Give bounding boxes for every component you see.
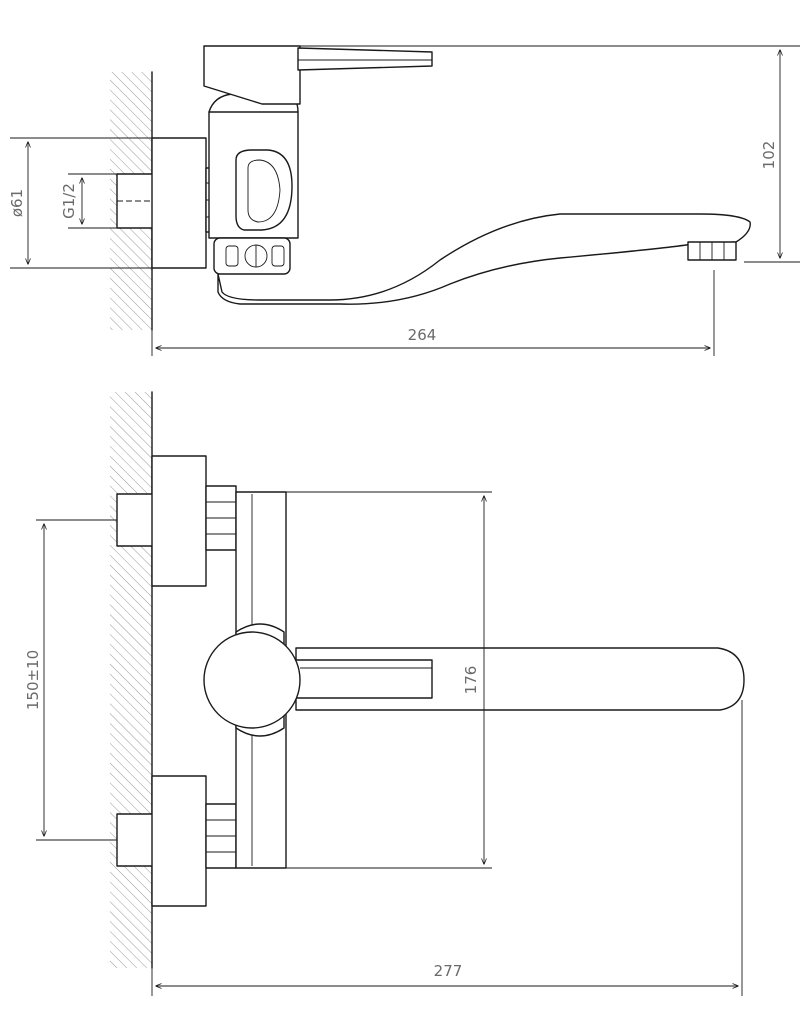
side-lever	[297, 47, 433, 71]
front-wall-hatch	[110, 392, 152, 968]
side-swivel-ring	[213, 237, 291, 275]
front-escutcheon-top	[151, 455, 207, 587]
dim-side-reach: 264	[408, 326, 437, 344]
front-escutcheon-bottom	[151, 775, 207, 907]
front-mixer-disc	[203, 631, 301, 729]
dim-front-height: 176	[462, 666, 480, 695]
dim-side-diameter: ø61	[8, 189, 26, 217]
front-pipe-bottom	[116, 813, 156, 867]
dim-side-thread: G1/2	[60, 183, 78, 219]
side-spout	[217, 213, 751, 305]
side-lever-housing	[203, 45, 301, 105]
dim-front-spacing: 150±10	[24, 650, 42, 710]
front-lever	[289, 659, 433, 699]
front-view: 150±10 176 277	[24, 391, 745, 996]
side-body-oval	[235, 149, 293, 231]
front-pipe-top	[116, 493, 156, 547]
dim-side-height: 102	[760, 141, 778, 170]
dim-front-reach: 277	[434, 962, 463, 980]
side-escutcheon	[151, 137, 207, 269]
side-view: 102 ø61 G1/2 264	[8, 45, 800, 356]
